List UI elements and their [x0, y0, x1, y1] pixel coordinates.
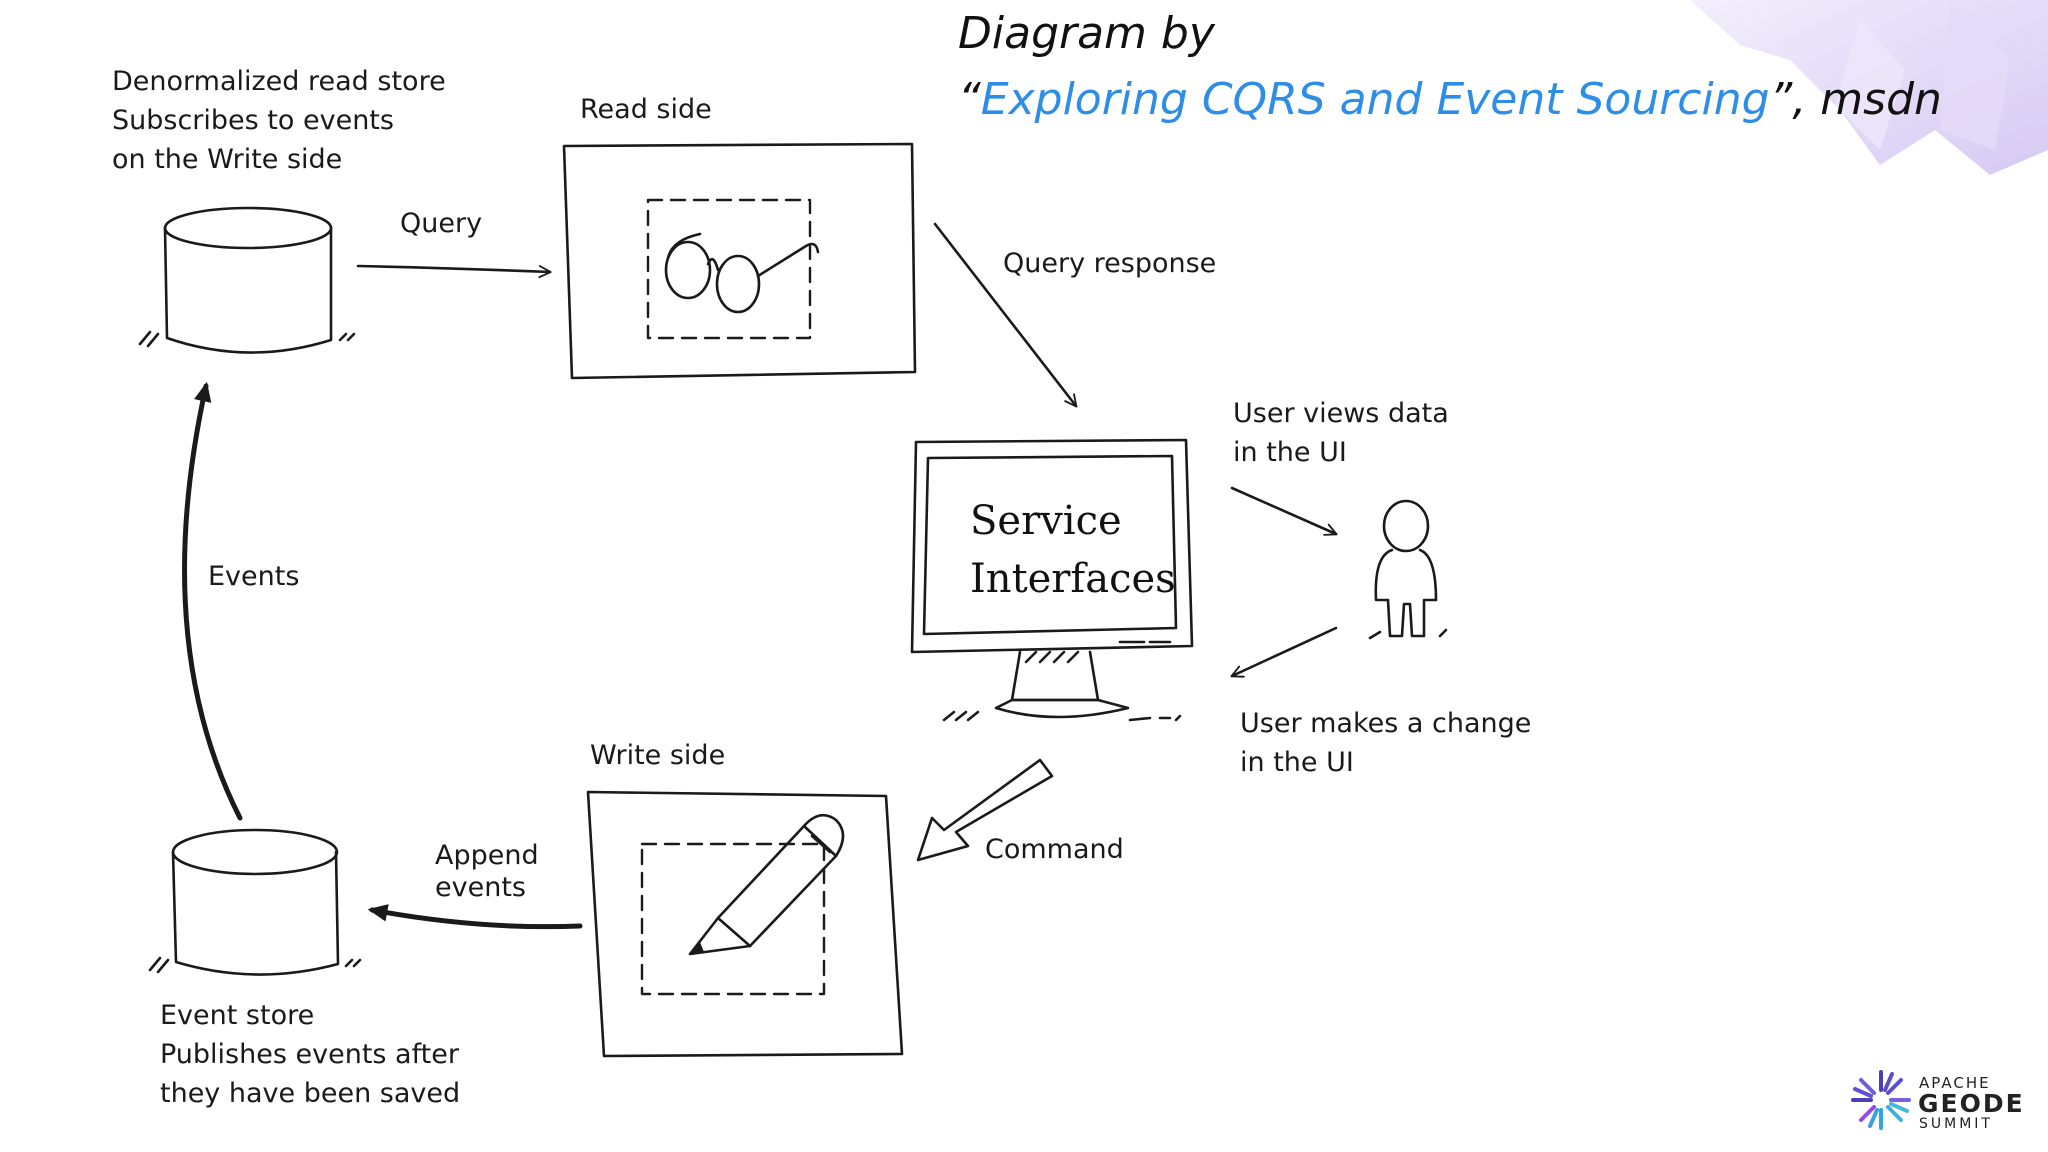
events-arrow [182, 381, 243, 821]
user-views-line: User views data [1233, 398, 1449, 429]
write-side-box [586, 790, 904, 1058]
query-label: Query [400, 208, 482, 239]
event-store-caption-line: Publishes events after [160, 1039, 460, 1070]
query-response-arrow [933, 222, 1078, 408]
event-store-caption-line: Event store [160, 1000, 314, 1031]
read-store-caption: Denormalized read store Subscribes to ev… [112, 66, 454, 175]
append-events-arrow [367, 904, 583, 930]
query-arrow [356, 264, 552, 279]
service-label-line: Interfaces [970, 556, 1176, 602]
write-side-label: Write side [590, 740, 725, 771]
logo-line-geode: GEODE [1918, 1089, 2025, 1118]
command-label: Command [985, 834, 1124, 865]
command-arrow [916, 758, 1054, 862]
geode-logo-icon [1851, 1070, 1911, 1130]
append-events-label: Append events [435, 840, 547, 903]
read-side-box [562, 142, 917, 380]
read-store-caption-line: Denormalized read store [112, 66, 446, 97]
glasses-icon [664, 232, 820, 314]
user-changes-arrow [1230, 626, 1338, 678]
read-store-database-icon [138, 206, 356, 354]
user-views-line: in the UI [1233, 437, 1347, 468]
read-store-caption-line: on the Write side [112, 144, 342, 175]
logo-line-apache: APACHE [1919, 1074, 1991, 1092]
event-store-caption: Event store Publishes events after they … [160, 1000, 468, 1109]
event-store-caption-line: they have been saved [160, 1078, 460, 1109]
user-changes-label: User makes a change in the UI [1240, 708, 1540, 778]
user-changes-line: User makes a change [1240, 708, 1531, 739]
title-source-link[interactable]: Exploring CQRS and Event Sourcing [981, 74, 1770, 125]
title-line-1: Diagram by [958, 8, 1216, 59]
append-events-line: events [435, 872, 526, 903]
pencil-icon [688, 813, 845, 956]
service-interfaces-label: Service Interfaces [970, 498, 1176, 602]
logo-line-summit: SUMMIT [1919, 1116, 1993, 1132]
title-open-quote: “ [958, 74, 981, 125]
append-events-line: Append [435, 840, 539, 871]
user-changes-line: in the UI [1240, 747, 1354, 778]
query-response-label: Query response [1003, 248, 1216, 279]
read-side-label: Read side [580, 94, 712, 125]
user-views-arrow [1230, 486, 1338, 536]
title-line-2: “Exploring CQRS and Event Sourcing”, msd… [958, 74, 1942, 125]
events-label: Events [208, 561, 299, 592]
user-views-label: User views data in the UI [1233, 398, 1457, 468]
title-close-quote: ”, msdn [1770, 74, 1942, 125]
monitor-icon [910, 438, 1194, 722]
read-store-caption-line: Subscribes to events [112, 105, 394, 136]
event-store-database-icon [148, 828, 362, 976]
crystal-decoration [1690, 0, 2048, 175]
service-label-line: Service [970, 498, 1122, 544]
person-icon [1368, 499, 1448, 640]
